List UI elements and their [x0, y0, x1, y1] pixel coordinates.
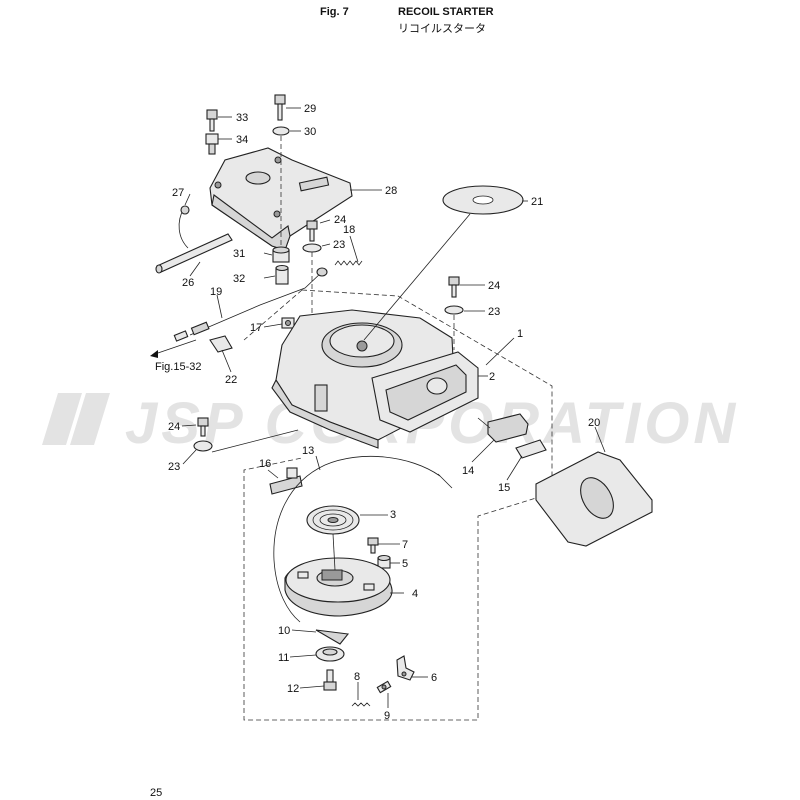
figure-title-japanese: リコイルスタータ — [398, 22, 486, 35]
spiral-spring-3 — [306, 505, 360, 535]
frame-diagonal — [243, 289, 303, 341]
callout-22: 22 — [225, 374, 237, 386]
callout-1: 1 — [517, 328, 523, 340]
callout-31: 31 — [233, 248, 245, 260]
callout-34: 34 — [236, 134, 248, 146]
part-9 — [376, 680, 392, 694]
callout-23-a: 23 — [333, 239, 345, 251]
bolt-24-c — [197, 417, 209, 437]
callout-30: 30 — [304, 126, 316, 138]
callout-11: 11 — [278, 652, 289, 664]
rod-26 — [155, 233, 233, 274]
guide-3 — [332, 533, 336, 571]
callout-10: 10 — [278, 625, 290, 637]
callout-13: 13 — [302, 445, 314, 457]
collar-34 — [205, 133, 219, 155]
callout-24-b: 24 — [488, 280, 500, 292]
callout-27: 27 — [172, 187, 184, 199]
washer-23-b — [444, 305, 464, 315]
part-15 — [515, 439, 547, 459]
spring-8 — [351, 702, 371, 707]
callout-9: 9 — [384, 710, 390, 722]
guide-24c — [211, 429, 299, 453]
callout-14: 14 — [462, 465, 474, 477]
bolt-24-a — [306, 220, 318, 242]
guide-21 — [363, 213, 471, 341]
rope-end — [437, 473, 453, 489]
callout-labels: 1 2 3 4 5 6 7 8 9 10 11 12 13 14 15 16 1… — [155, 103, 600, 722]
callout-24-a: 24 — [334, 214, 346, 226]
page-number: 25 — [150, 787, 163, 799]
reel-4 — [284, 557, 393, 617]
callout-20: 20 — [588, 417, 600, 429]
part-10 — [315, 629, 350, 645]
part-22 — [209, 335, 233, 353]
callout-21: 21 — [531, 196, 543, 208]
spacer-32 — [275, 264, 289, 285]
callout-28: 28 — [385, 185, 397, 197]
part-5 — [377, 554, 391, 569]
callout-23-c: 23 — [168, 461, 180, 473]
pawl-6 — [396, 655, 415, 681]
callout-17: 17 — [250, 322, 262, 334]
handle-tray-2 — [371, 351, 479, 433]
callout-2: 2 — [489, 371, 495, 383]
washer-21 — [442, 185, 524, 215]
callout-7: 7 — [402, 539, 408, 551]
callout-26: 26 — [182, 277, 194, 289]
rope-handle-14 — [477, 413, 529, 443]
callout-19: 19 — [210, 286, 222, 298]
callout-33: 33 — [236, 112, 248, 124]
callout-6: 6 — [431, 672, 437, 684]
bolt-7 — [367, 537, 379, 554]
ref-arrow — [154, 339, 197, 355]
washer-23-a — [302, 243, 322, 253]
washer-30 — [272, 126, 290, 136]
callout-16: 16 — [259, 458, 271, 470]
bolt-24-b — [448, 276, 460, 298]
bolt-12 — [323, 669, 337, 691]
pad-20 — [535, 451, 653, 547]
rope-13 — [273, 455, 441, 623]
figure-title: RECOIL STARTER — [398, 6, 494, 18]
callout-29: 29 — [304, 103, 316, 115]
callout-5: 5 — [402, 558, 408, 570]
callout-3: 3 — [390, 509, 396, 521]
callout-4: 4 — [412, 588, 418, 600]
spring-18 — [334, 260, 363, 266]
callout-18: 18 — [343, 224, 355, 236]
callout-23-b: 23 — [488, 306, 500, 318]
top-cover — [209, 147, 353, 251]
cable-19 — [173, 267, 328, 342]
spacer-31 — [272, 246, 290, 263]
washer-23-c — [193, 440, 213, 452]
callout-24-c: 24 — [168, 421, 180, 433]
callout-8: 8 — [354, 671, 360, 683]
callout-32: 32 — [233, 273, 245, 285]
leader-lines — [181, 107, 606, 708]
assembly-frame — [243, 289, 553, 721]
part-11 — [315, 646, 345, 662]
figure-number: Fig. 7 — [320, 6, 349, 18]
bolt-29 — [274, 94, 286, 121]
ref-arrow-head — [150, 350, 158, 358]
part-17 — [281, 317, 295, 329]
bolt-33 — [206, 109, 218, 132]
callout-12: 12 — [287, 683, 299, 695]
callout-15: 15 — [498, 482, 510, 494]
part-16 — [269, 467, 303, 495]
reference-label: Fig.15-32 — [155, 361, 201, 373]
